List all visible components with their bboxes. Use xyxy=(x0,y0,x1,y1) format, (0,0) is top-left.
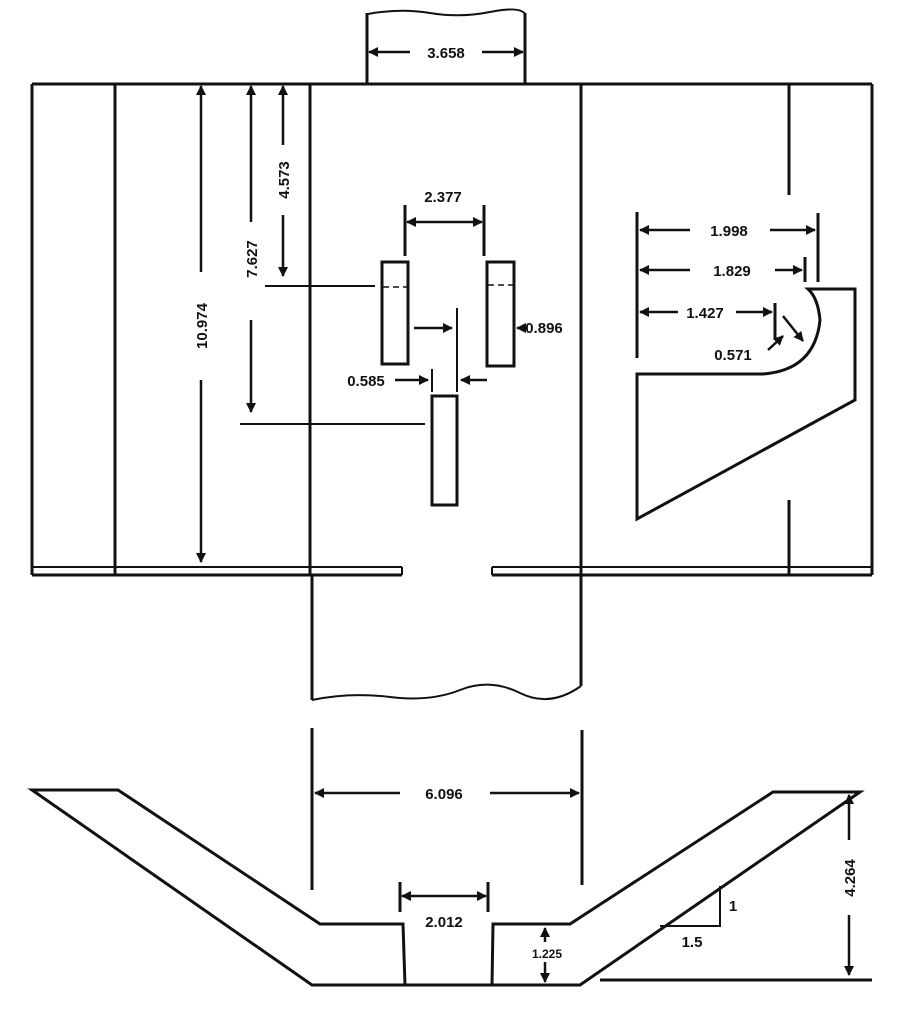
slope-rise-label: 1 xyxy=(729,898,737,915)
dim-2012-label: 2.012 xyxy=(425,914,463,931)
dim-4573-label: 4.573 xyxy=(276,161,293,199)
downstream-channel-break xyxy=(311,683,582,701)
chute-block-outline xyxy=(635,287,857,522)
dim-10974-label: 10.974 xyxy=(194,302,211,349)
plan-view: 3.658 10.974 7.627 4.573 2.377 0.896 0.5… xyxy=(30,8,874,701)
dim-0571-leader-arrow xyxy=(767,335,784,351)
top-channel-break xyxy=(367,8,526,17)
baffle-block-left xyxy=(380,260,410,366)
dim-0896-label: 0.896 xyxy=(525,320,563,337)
slope-triangle xyxy=(660,886,721,927)
dim-4264-label: 4.264 xyxy=(842,859,859,897)
baffle-block-center xyxy=(430,394,459,507)
dim-1998-label: 1.998 xyxy=(710,223,748,240)
baffle-block-right xyxy=(485,260,516,368)
cross-section-view: 6.096 2.012 1.225 4.264 1 1.5 xyxy=(27,728,872,987)
dim-7627-label: 7.627 xyxy=(244,240,261,278)
dim-1427-label: 1.427 xyxy=(686,305,724,322)
dim-2377-label: 2.377 xyxy=(424,189,462,206)
dim-0571-radius-arrow xyxy=(782,315,804,342)
trapezoidal-section-outline xyxy=(27,788,407,987)
dim-6096-label: 6.096 xyxy=(425,786,463,803)
dim-1225-label: 1.225 xyxy=(532,947,562,961)
dim-3658-label: 3.658 xyxy=(427,45,465,62)
dim-1829-label: 1.829 xyxy=(713,263,751,280)
dim-0585-label: 0.585 xyxy=(347,373,385,390)
dim-0571-label: 0.571 xyxy=(714,347,752,364)
slope-run-label: 1.5 xyxy=(682,934,703,951)
